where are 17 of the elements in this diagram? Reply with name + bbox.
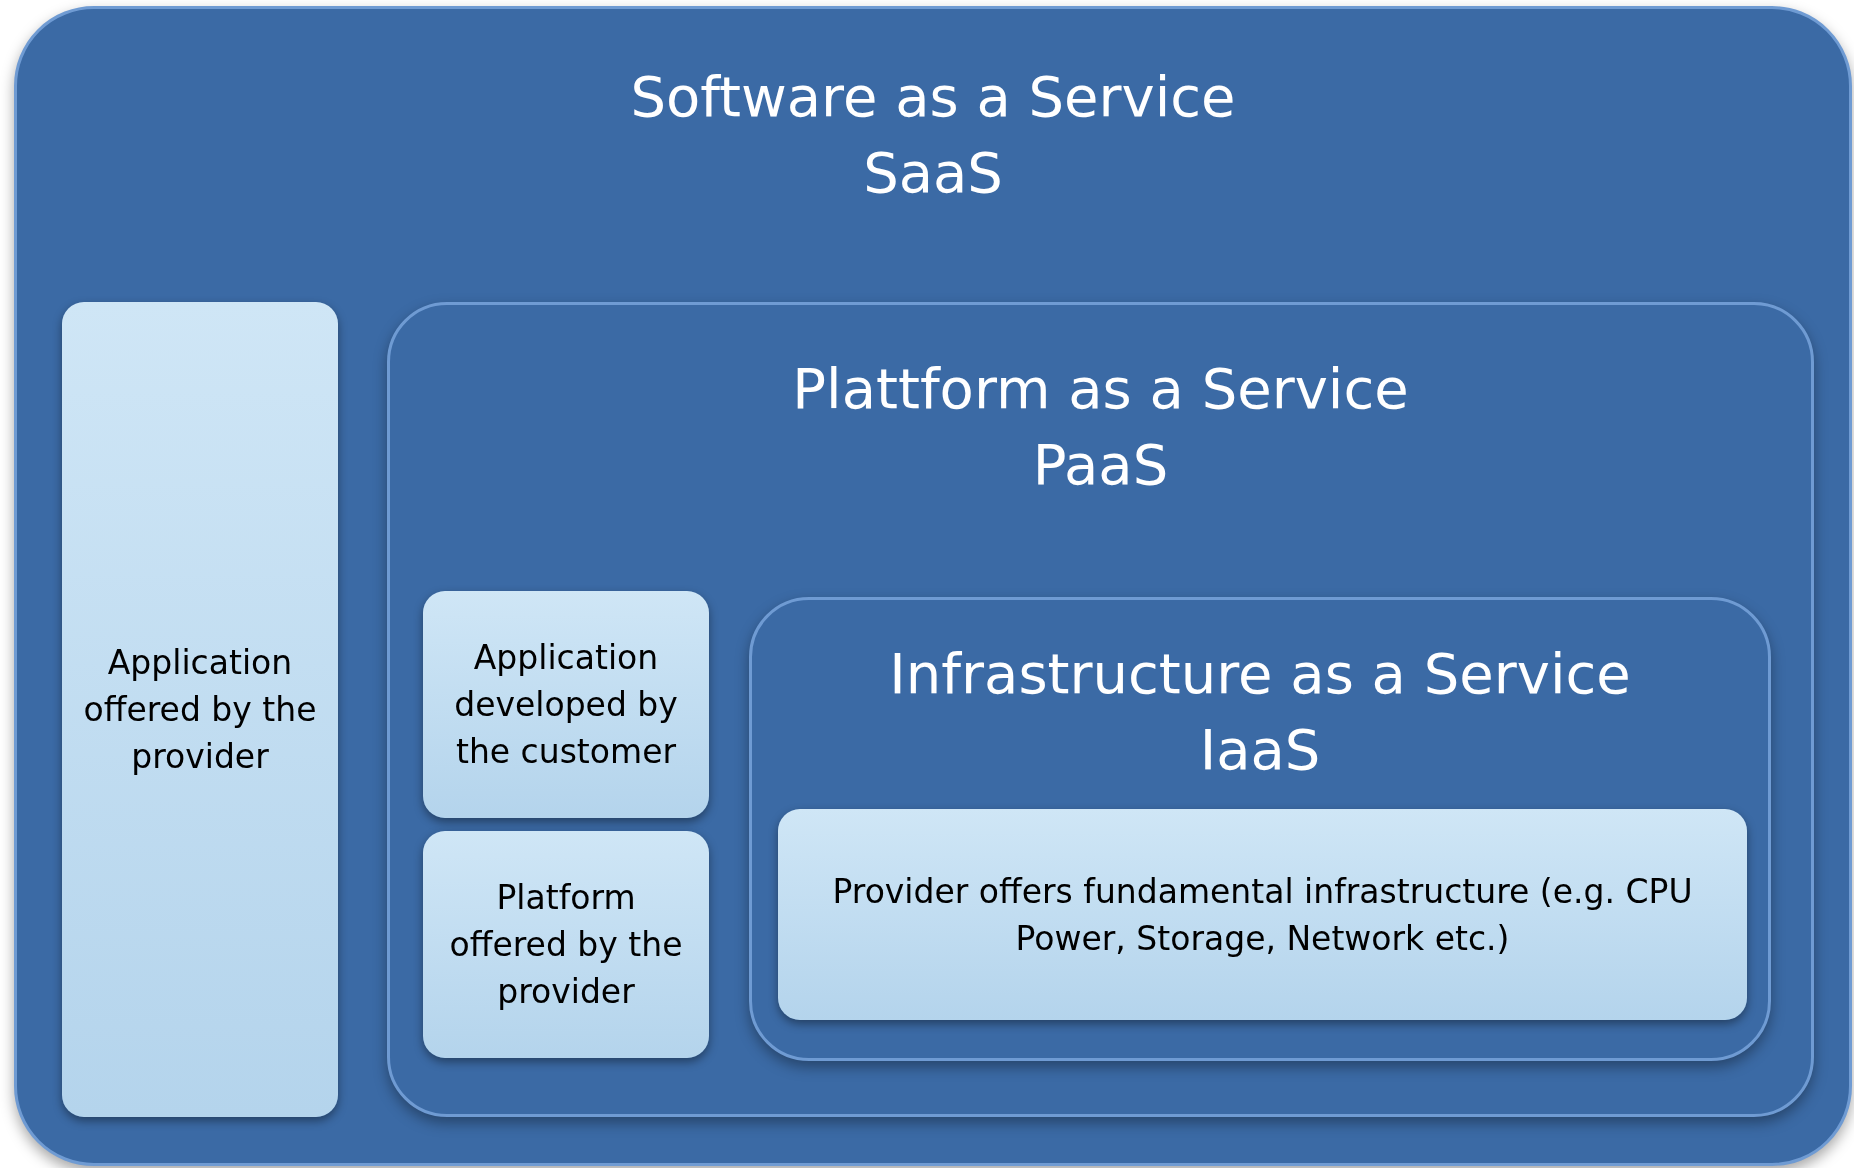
layer-title: Infrastructure as a Service [889,640,1631,708]
box-text: Application offered by the provider [82,642,318,778]
component-box [778,809,1747,1020]
box-text: Provider offers fundamental infrastructure (e.g. CPU Power, Storage, Network etc.) [831,870,1694,960]
layer-abbreviation: IaaS [1199,716,1321,784]
layer-abbreviation: PaaS [1032,431,1169,499]
component-box [62,302,338,1117]
component-box [423,831,709,1058]
component-box [423,591,709,818]
layer-abbreviation: SaaS [863,139,1003,207]
box-text: Application developed by the customer [453,637,679,773]
service-layer-panel [749,597,1771,1061]
box-text: Platform offered by the provider [448,877,684,1013]
layer-title: Plattform as a Service [792,355,1409,423]
service-layer-panel [387,302,1814,1117]
service-layer-panel [14,6,1852,1166]
layer-title: Software as a Service [630,63,1236,131]
